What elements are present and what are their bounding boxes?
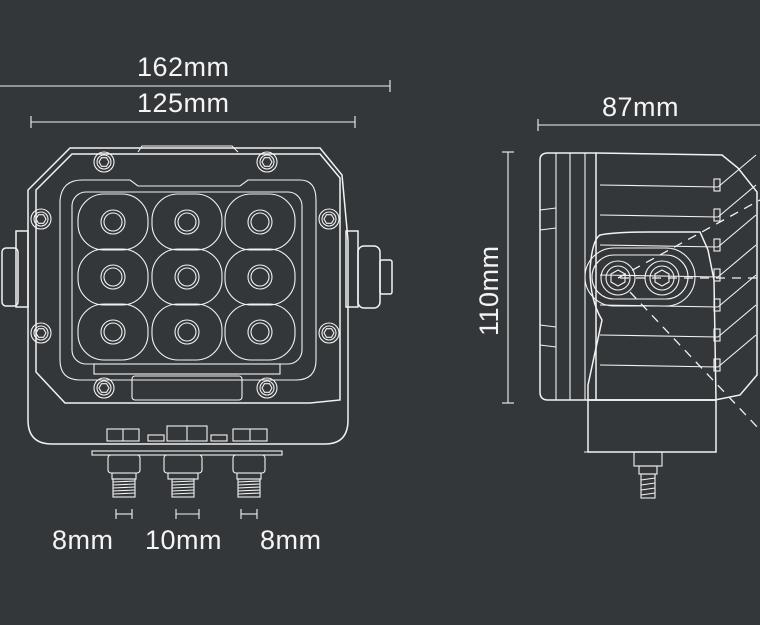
- led: [224, 248, 296, 306]
- screw-icon: [318, 322, 340, 344]
- dim-label-110: 110mm: [474, 245, 504, 336]
- screw-icon: [256, 377, 278, 399]
- fin: [599, 364, 719, 368]
- dim-label-terminal-right: 8mm: [260, 525, 322, 555]
- heatsink-fins: [599, 154, 757, 372]
- led: [77, 303, 149, 361]
- dim-line-110: [502, 151, 514, 404]
- screw-icon: [30, 208, 52, 230]
- dim-label-87: 87mm: [602, 92, 680, 122]
- housing-outer: [27, 147, 349, 445]
- dim-ticks-terminals: [115, 509, 258, 519]
- led: [224, 193, 296, 251]
- dim-line-87: [537, 119, 760, 131]
- left-bracket: [1, 230, 29, 308]
- dim-label-125: 125mm: [137, 88, 230, 118]
- led: [224, 303, 296, 361]
- screw-icon: [256, 151, 278, 173]
- screw-icon: [93, 377, 115, 399]
- screw-icon: [318, 208, 340, 230]
- dim-label-terminal-center: 10mm: [145, 525, 223, 555]
- terminal-bolt: [107, 454, 141, 498]
- terminal-bolt: [232, 454, 266, 498]
- dim-line-162: [0, 80, 391, 92]
- heatsink: [595, 152, 758, 401]
- front-view: [1, 145, 393, 498]
- fin: [599, 214, 719, 218]
- fin: [599, 244, 719, 248]
- mount-bracket: [587, 231, 717, 401]
- housing-frame: [35, 153, 341, 404]
- fin: [599, 274, 719, 278]
- terminal-block: [91, 425, 283, 456]
- right-bracket: [345, 230, 393, 309]
- terminal-bolts: [107, 454, 266, 498]
- dim-label-162: 162mm: [137, 52, 230, 82]
- terminal-bolt: [163, 454, 203, 498]
- led: [151, 193, 223, 251]
- screw-icon: [93, 151, 115, 173]
- dim-label-terminal-left: 8mm: [52, 525, 114, 555]
- fin: [599, 184, 719, 188]
- led: [151, 248, 223, 306]
- side-bolt: [633, 451, 663, 499]
- dim-line-125: [30, 116, 356, 128]
- led-grid: [77, 193, 296, 361]
- led: [77, 193, 149, 251]
- screws: [30, 151, 340, 399]
- led: [77, 248, 149, 306]
- led: [151, 303, 223, 361]
- side-view: [539, 152, 760, 499]
- fin: [599, 334, 719, 338]
- screw-icon: [30, 322, 52, 344]
